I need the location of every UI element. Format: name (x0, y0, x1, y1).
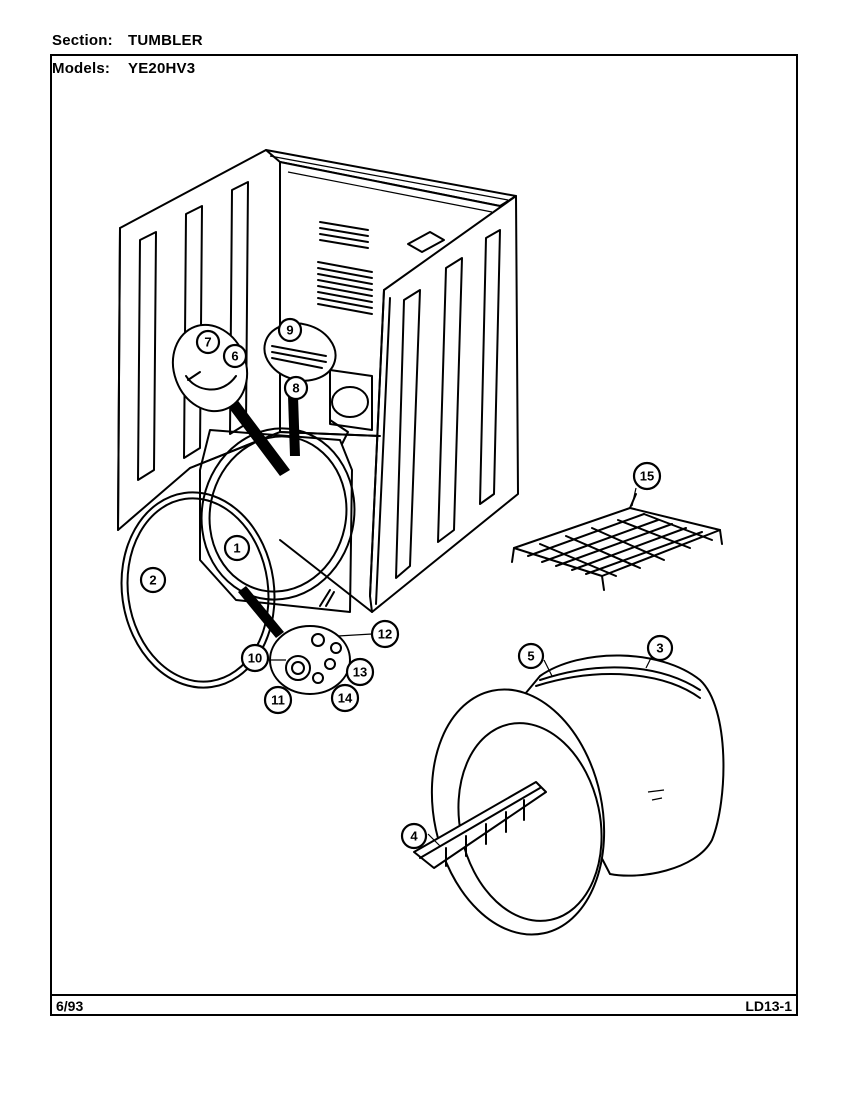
callouts: 1 2 3 4 5 6 7 8 9 10 11 12 13 14 15 (139, 317, 674, 850)
footer-date: 6/93 (56, 998, 84, 1014)
callout-6: 6 (222, 343, 248, 369)
callout-8: 8 (283, 375, 309, 401)
svg-text:15: 15 (640, 469, 654, 484)
section-value: TUMBLER (128, 32, 203, 49)
detail-bubble-bearing (238, 586, 351, 695)
models-header: Models: YE20HV3 (52, 60, 195, 77)
svg-text:11: 11 (271, 693, 285, 708)
svg-text:14: 14 (338, 691, 353, 706)
svg-text:9: 9 (286, 323, 293, 338)
section-header: Section: TUMBLER (52, 32, 203, 49)
drum-baffle (413, 781, 547, 869)
callout-7: 7 (195, 329, 221, 355)
svg-text:4: 4 (410, 829, 418, 844)
svg-text:6: 6 (231, 349, 238, 364)
drying-rack (511, 493, 723, 591)
callout-13: 13 (345, 657, 375, 687)
callout-5: 5 (517, 642, 545, 670)
callout-4: 4 (400, 822, 428, 850)
diagram-frame (50, 54, 798, 1016)
svg-text:12: 12 (378, 627, 392, 642)
svg-text:2: 2 (149, 573, 156, 588)
models-value: YE20HV3 (128, 60, 196, 77)
svg-text:3: 3 (656, 641, 663, 656)
callout-2: 2 (139, 566, 167, 594)
rear-vent-grille (317, 221, 373, 315)
callout-10: 10 (240, 643, 270, 673)
callout-3: 3 (646, 634, 674, 662)
footer-code: LD13-1 (745, 998, 792, 1014)
callout-1: 1 (223, 534, 251, 562)
dryer-cabinet (117, 149, 519, 613)
models-label: Models: (52, 60, 111, 77)
svg-text:8: 8 (292, 381, 299, 396)
drum-seal-ring (120, 491, 276, 689)
svg-text:10: 10 (248, 651, 262, 666)
callout-14: 14 (330, 683, 360, 713)
callout-15: 15 (632, 461, 662, 491)
svg-text:13: 13 (353, 665, 367, 680)
section-label: Section: (52, 32, 113, 49)
callout-11: 11 (263, 685, 293, 715)
tumbler-drum (430, 654, 725, 936)
svg-text:5: 5 (527, 649, 534, 664)
exhaust-opening (331, 386, 369, 418)
footer-rule (50, 994, 798, 996)
svg-text:1: 1 (233, 541, 240, 556)
svg-text:7: 7 (204, 335, 211, 350)
callout-12: 12 (370, 619, 400, 649)
callout-9: 9 (277, 317, 303, 343)
